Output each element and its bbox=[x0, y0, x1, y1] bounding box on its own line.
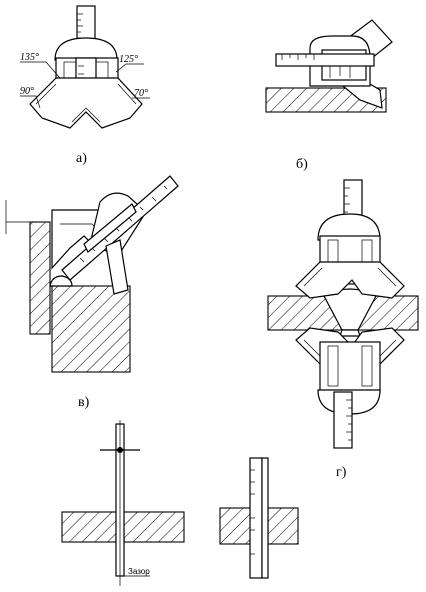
angle-70-label: 70° bbox=[134, 88, 148, 99]
gap-gauge-right bbox=[219, 457, 299, 579]
gap-label: Зазор bbox=[128, 567, 150, 576]
panel-g-gauge bbox=[267, 179, 419, 449]
panel-v-gauge bbox=[5, 175, 179, 373]
angle-90-label: 90° bbox=[20, 86, 34, 97]
gap-gauge-left bbox=[61, 420, 185, 586]
angle-135-label: 135° bbox=[20, 52, 39, 63]
caption-b: б) bbox=[296, 157, 308, 172]
panel-a-gauge bbox=[20, 5, 150, 129]
angle-125-label: 125° bbox=[119, 54, 138, 65]
panel-b-gauge bbox=[265, 19, 393, 113]
caption-v: в) bbox=[78, 395, 90, 410]
caption-a: а) bbox=[76, 151, 87, 166]
caption-g: г) bbox=[336, 465, 347, 480]
